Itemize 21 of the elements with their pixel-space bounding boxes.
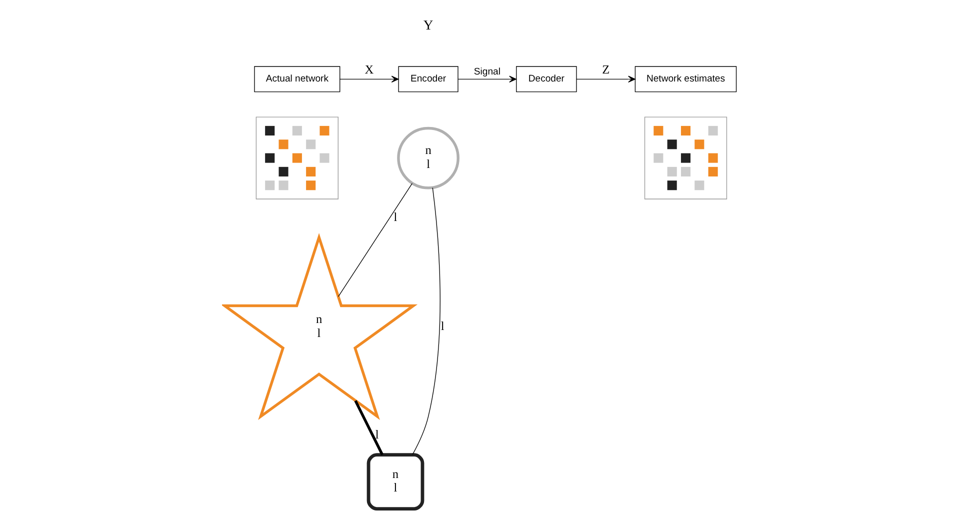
node-box: n l [366,453,424,510]
connector [354,400,384,456]
edge-label: l [374,428,378,442]
node-box: Encoder [398,66,458,92]
edge-label: Z [602,62,610,76]
connector [338,183,412,297]
connector [412,188,440,455]
edge-label: l [393,210,397,224]
arrow [457,76,516,83]
node-box: Network estimates [634,66,736,92]
edge-label: l [440,318,444,333]
arrow [576,76,636,83]
node-picture [644,116,727,200]
edge-label: Signal [473,66,500,78]
node-circle: n l [396,126,459,190]
node-box: Decoder [516,66,576,92]
arrow [339,76,398,83]
label: Y [422,18,433,33]
node-picture [255,116,338,200]
edge-label: X [364,62,374,76]
node-box: Actual network [254,66,340,92]
